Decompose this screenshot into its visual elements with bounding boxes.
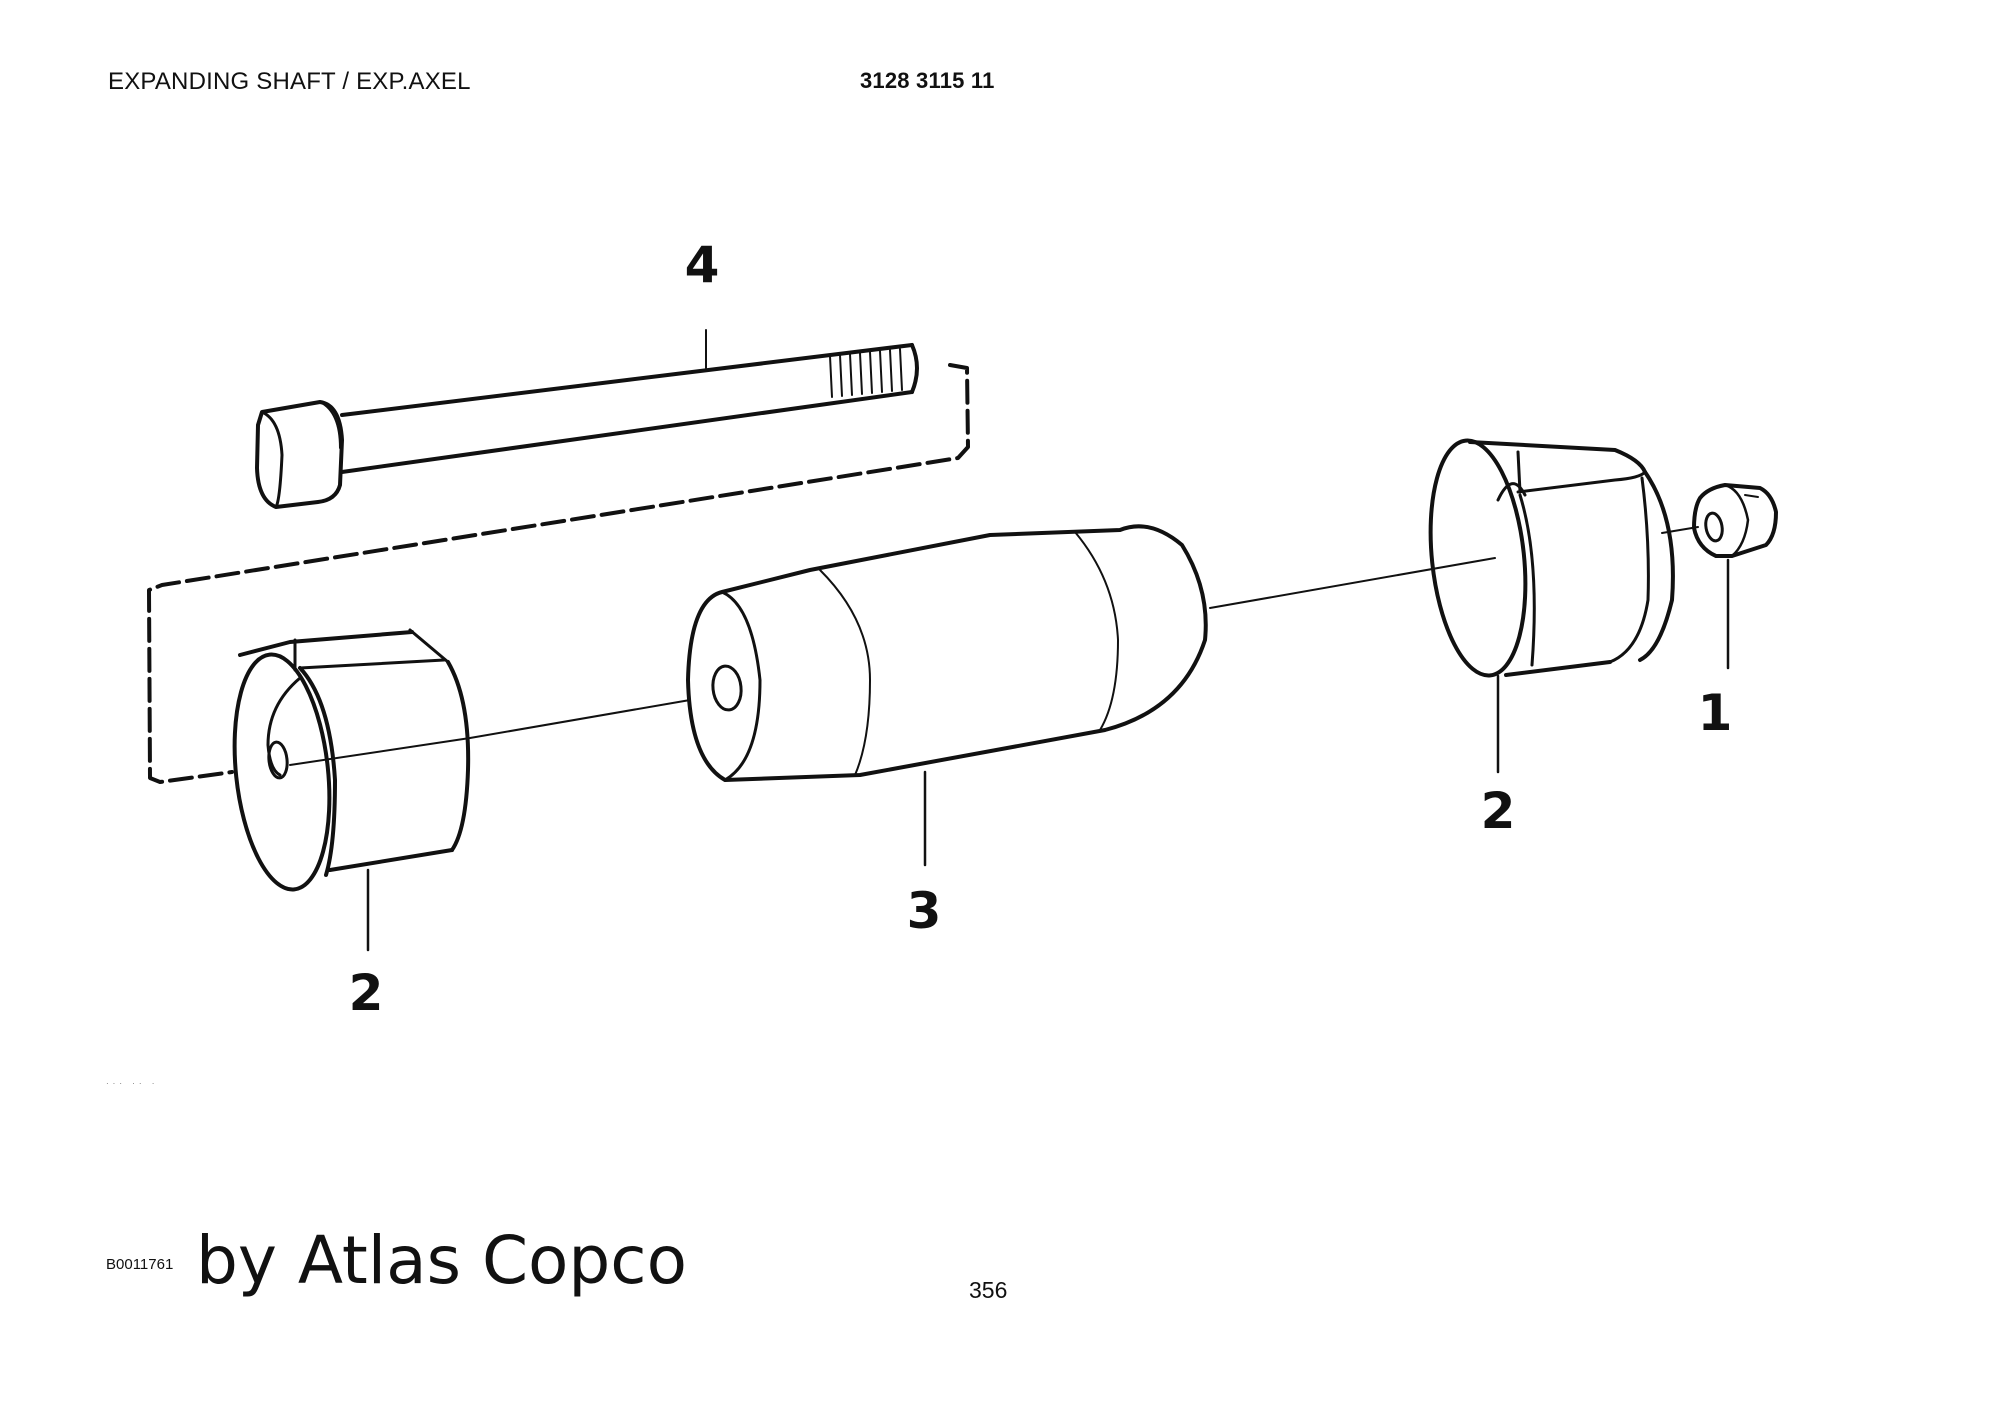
image-reference: B0011761 <box>106 1256 174 1273</box>
expander-body <box>686 524 1208 867</box>
part-number: 3128 3115 11 <box>860 68 995 93</box>
page-number: 356 <box>969 1277 1008 1303</box>
page-title: EXPANDING SHAFT / EXP.AXEL <box>108 68 471 95</box>
nut <box>1692 483 1778 670</box>
callout-2-left: 2 <box>349 964 384 1022</box>
callout-3: 3 <box>907 882 942 940</box>
sleeve-right <box>1428 438 1675 774</box>
callout-4: 4 <box>685 236 720 294</box>
print-marks: ··· ·· · <box>106 1079 159 1088</box>
bolt <box>255 329 919 509</box>
callout-1: 1 <box>1698 684 1733 742</box>
credit-text: by Atlas Copco <box>196 1222 687 1299</box>
sleeve-left <box>232 628 471 952</box>
center-axis-line <box>289 526 1699 766</box>
assembly-path-dashed <box>147 363 970 784</box>
callout-2-right: 2 <box>1481 782 1516 840</box>
